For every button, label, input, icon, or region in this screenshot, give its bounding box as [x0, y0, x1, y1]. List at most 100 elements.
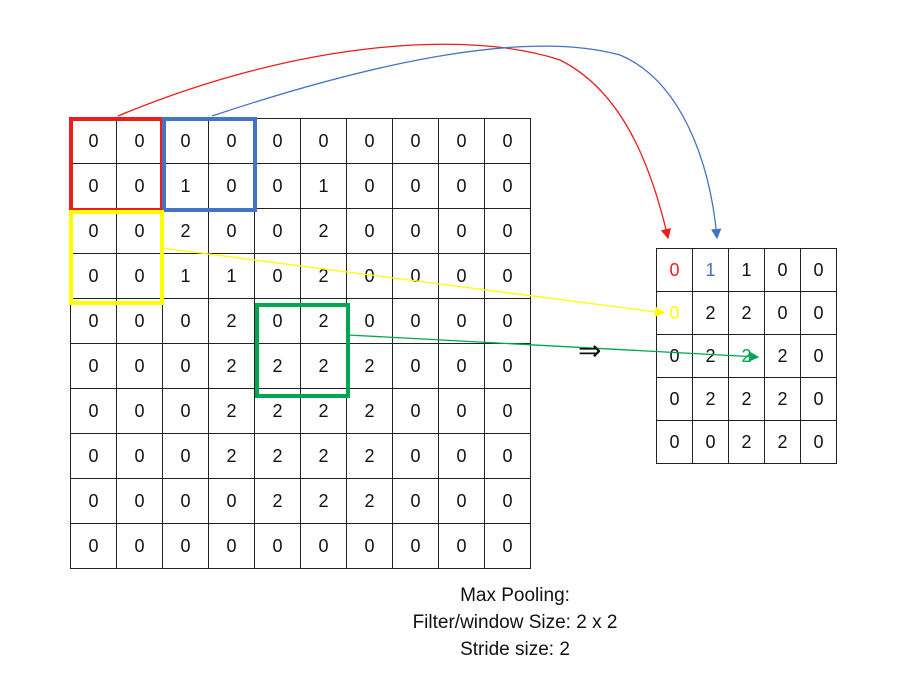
- caption-title: Max Pooling:: [460, 585, 570, 606]
- input-cell: 0: [438, 253, 485, 299]
- input-cell: 2: [346, 343, 393, 389]
- input-cell: 2: [208, 433, 255, 479]
- output-cell: 2: [692, 291, 729, 335]
- input-cell: 2: [346, 478, 393, 524]
- output-cell: 0: [692, 420, 729, 464]
- input-cell: 0: [438, 388, 485, 434]
- input-cell: 2: [300, 208, 347, 254]
- window-red: [69, 117, 164, 212]
- window-blue: [162, 117, 257, 212]
- caption: Max Pooling: Filter/window Size: 2 x 2 S…: [300, 582, 730, 663]
- input-cell: 2: [208, 388, 255, 434]
- output-cell: 2: [764, 377, 801, 421]
- input-cell: 0: [162, 343, 209, 389]
- input-cell: 0: [162, 433, 209, 479]
- input-cell: 0: [116, 523, 163, 569]
- output-cell: 2: [692, 334, 729, 378]
- input-cell: 0: [70, 298, 117, 344]
- input-cell: 0: [346, 118, 393, 164]
- input-cell: 0: [392, 433, 439, 479]
- input-cell: 0: [438, 478, 485, 524]
- input-cell: 0: [116, 298, 163, 344]
- input-cell: 1: [162, 253, 209, 299]
- input-cell: 0: [484, 433, 531, 479]
- output-cell: 0: [800, 420, 837, 464]
- input-cell: 0: [438, 118, 485, 164]
- output-cell-blue: 1: [692, 248, 729, 292]
- output-cell: 0: [764, 248, 801, 292]
- input-cell: 0: [392, 298, 439, 344]
- input-cell: 0: [346, 208, 393, 254]
- input-cell: 2: [300, 478, 347, 524]
- input-cell: 2: [208, 343, 255, 389]
- output-cell-red: 0: [656, 248, 693, 292]
- output-cell-green: 2: [728, 334, 765, 378]
- output-cell: 1: [728, 248, 765, 292]
- input-cell: 0: [346, 163, 393, 209]
- output-cell: 2: [692, 377, 729, 421]
- input-cell: 0: [484, 208, 531, 254]
- output-cell: 0: [800, 248, 837, 292]
- input-cell: 2: [300, 343, 347, 389]
- input-cell: 0: [254, 253, 301, 299]
- input-cell: 0: [300, 118, 347, 164]
- output-cell: 0: [800, 377, 837, 421]
- input-cell: 2: [346, 388, 393, 434]
- caption-stride: Stride size: 2: [460, 639, 570, 660]
- implies-symbol: ⇒: [578, 334, 602, 367]
- input-cell: 0: [208, 478, 255, 524]
- window-yellow: [69, 210, 164, 305]
- input-cell: 0: [70, 523, 117, 569]
- input-cell: 0: [438, 208, 485, 254]
- output-cell: 2: [764, 334, 801, 378]
- input-cell: 2: [254, 433, 301, 479]
- input-cell: 0: [70, 478, 117, 524]
- input-cell: 0: [116, 343, 163, 389]
- input-cell: 0: [254, 163, 301, 209]
- input-cell: 0: [438, 163, 485, 209]
- input-cell: 0: [438, 343, 485, 389]
- input-cell: 0: [392, 478, 439, 524]
- output-cell: 0: [656, 334, 693, 378]
- input-cell: 0: [484, 343, 531, 389]
- input-cell: 0: [484, 478, 531, 524]
- input-cell: 0: [208, 523, 255, 569]
- input-cell: 2: [208, 298, 255, 344]
- input-cell: 0: [254, 208, 301, 254]
- input-cell: 0: [116, 478, 163, 524]
- input-cell: 0: [70, 343, 117, 389]
- input-cell: 0: [254, 118, 301, 164]
- input-cell: 1: [208, 253, 255, 299]
- input-cell: 0: [116, 253, 163, 299]
- input-cell: 0: [300, 523, 347, 569]
- output-cell: 2: [764, 420, 801, 464]
- output-cell-yellow: 0: [656, 291, 693, 335]
- input-cell: 0: [438, 433, 485, 479]
- input-cell: 0: [162, 523, 209, 569]
- input-cell: 0: [254, 523, 301, 569]
- input-cell: 0: [162, 298, 209, 344]
- input-cell: 0: [392, 163, 439, 209]
- input-cell: 2: [300, 253, 347, 299]
- input-cell: 2: [300, 433, 347, 479]
- input-cell: 2: [162, 208, 209, 254]
- output-cell: 2: [728, 420, 765, 464]
- input-cell: 0: [392, 523, 439, 569]
- input-cell: 0: [70, 388, 117, 434]
- input-cell: 0: [70, 433, 117, 479]
- input-cell: 0: [162, 388, 209, 434]
- caption-filter-size: Filter/window Size: 2 x 2: [412, 612, 618, 633]
- input-cell: 0: [208, 208, 255, 254]
- input-cell: 0: [484, 163, 531, 209]
- input-cell: 0: [346, 253, 393, 299]
- input-cell: 0: [392, 208, 439, 254]
- output-cell: 0: [764, 291, 801, 335]
- input-cell: 2: [346, 433, 393, 479]
